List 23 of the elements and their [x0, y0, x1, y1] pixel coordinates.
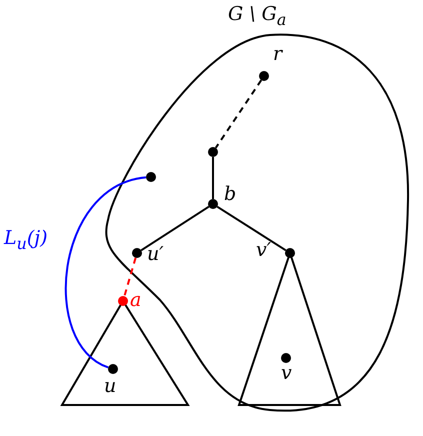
vertex-dot: [281, 353, 291, 363]
region-label: G \ G$_{a}$: [228, 4, 286, 30]
vertex-dot: [208, 147, 218, 157]
tree-edge: [140, 206, 210, 252]
vertex-dot: [146, 172, 156, 182]
vertex-dot: [108, 364, 118, 374]
tree-edge: [216, 206, 286, 252]
vertex-label: a: [130, 290, 142, 310]
vertex-label: b: [224, 184, 236, 204]
vertex-dot: [208, 199, 218, 209]
dashed-edge: [123, 258, 137, 296]
vertex-dot: [285, 248, 295, 258]
vertex-dot: [132, 248, 142, 258]
vertex-dot: [259, 71, 269, 81]
vertex-label: v′: [256, 240, 272, 260]
vertex-label: v: [281, 363, 292, 383]
tree-edge: [212, 157, 214, 199]
vertex-dot: [118, 296, 128, 306]
vertex-label: r: [273, 44, 282, 64]
dashed-edge: [214, 80, 262, 148]
vertex-label: u: [104, 376, 116, 396]
vertex-label: u′: [147, 244, 164, 264]
tree-edge: [64, 176, 146, 368]
